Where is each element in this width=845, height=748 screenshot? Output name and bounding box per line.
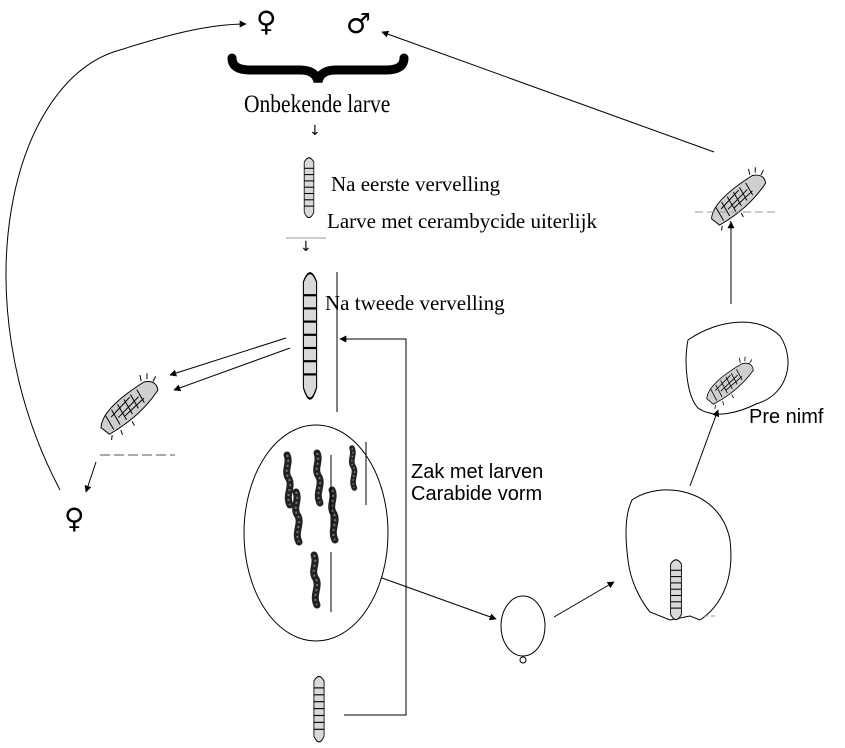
cerambycid-larva-label: Larve met cerambycide uiterlijk — [327, 211, 597, 232]
sack-larva-5 — [332, 490, 335, 540]
after-second-molt-label: Na tweede vervelling — [325, 293, 505, 314]
female-symbol-left: ♀ — [64, 505, 85, 533]
carabid-form-label: Carabide vorm — [411, 484, 542, 504]
cocoon-larva — [671, 560, 682, 620]
pre-nymph-label: Pre nimf — [749, 407, 823, 427]
female-symbol-top: ♀ — [256, 8, 277, 36]
sack-larva-1 — [287, 455, 290, 505]
arrow-to-left-female — [86, 462, 96, 492]
first-molt-larva — [304, 158, 314, 218]
left-nymph — [88, 369, 173, 443]
arrow-to-left-nymph-1 — [170, 338, 286, 375]
upper-nymph — [699, 163, 779, 233]
sack-larva-3 — [352, 448, 355, 488]
sack-with-larvae-label: Zak met larven — [411, 462, 543, 482]
arrow-to-left-nymph-2 — [174, 348, 290, 390]
down-arrow-1: ↓ — [309, 124, 321, 138]
arrow-to-cocoon — [554, 582, 614, 617]
arrow-to-pre-nymph — [690, 410, 718, 486]
arrow-to-egg — [382, 578, 496, 619]
sack-larva-2 — [317, 453, 320, 503]
bottom-larva — [314, 676, 324, 742]
arrow-to-male — [382, 32, 714, 152]
sack-larva-4 — [296, 492, 299, 542]
egg-tip — [520, 657, 526, 663]
unknown-larva-label: Onbekende larve — [244, 92, 390, 117]
egg — [501, 596, 545, 656]
sack-larva-6 — [314, 555, 317, 605]
return-to-second-larva-arrow — [340, 339, 406, 715]
after-first-molt-label: Na eerste vervelling — [331, 174, 500, 195]
pre-nymph — [697, 353, 765, 411]
male-symbol-top: ♂ — [346, 10, 371, 38]
down-arrow-2: ↓ — [300, 240, 312, 254]
brace — [232, 58, 404, 82]
second-molt-larva — [303, 273, 316, 398]
